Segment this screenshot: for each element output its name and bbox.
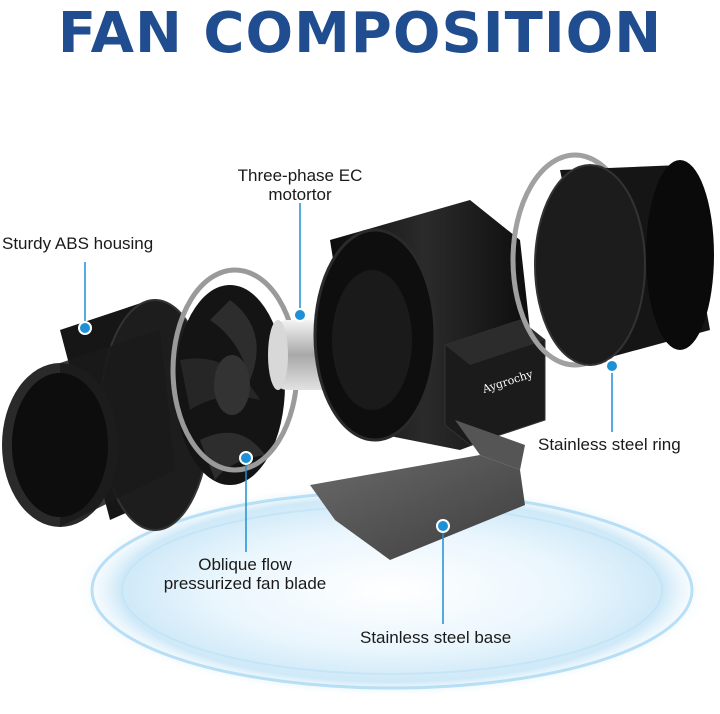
blade-label-line2: pressurized fan blade: [163, 574, 327, 593]
blade-label-line1: Oblique flow: [198, 555, 292, 574]
left-duct-collar: [2, 299, 211, 531]
motor-label-line1: Three-phase EC: [237, 166, 363, 185]
housing-marker: [78, 321, 92, 335]
mounting-base: [310, 420, 525, 560]
motor-marker: [293, 308, 307, 322]
blade-label: Oblique flow pressurized fan blade: [150, 555, 340, 593]
fan-blade: [175, 285, 285, 485]
base-label: Stainless steel base: [360, 628, 512, 647]
right-duct-collar: [534, 160, 714, 366]
blade-marker: [239, 451, 253, 465]
control-box: [444, 319, 546, 446]
housing-label: Sturdy ABS housing: [2, 234, 154, 253]
motor-label-line2: motortor: [268, 185, 332, 204]
base-marker: [436, 519, 450, 533]
motor-label: Three-phase EC motortor: [230, 166, 370, 204]
ring-marker: [605, 359, 619, 373]
page-title: FAN COMPOSITION: [57, 1, 663, 66]
callout-lines: [84, 203, 613, 624]
ring-label: Stainless steel ring: [538, 435, 681, 454]
callout-markers: [78, 308, 619, 533]
